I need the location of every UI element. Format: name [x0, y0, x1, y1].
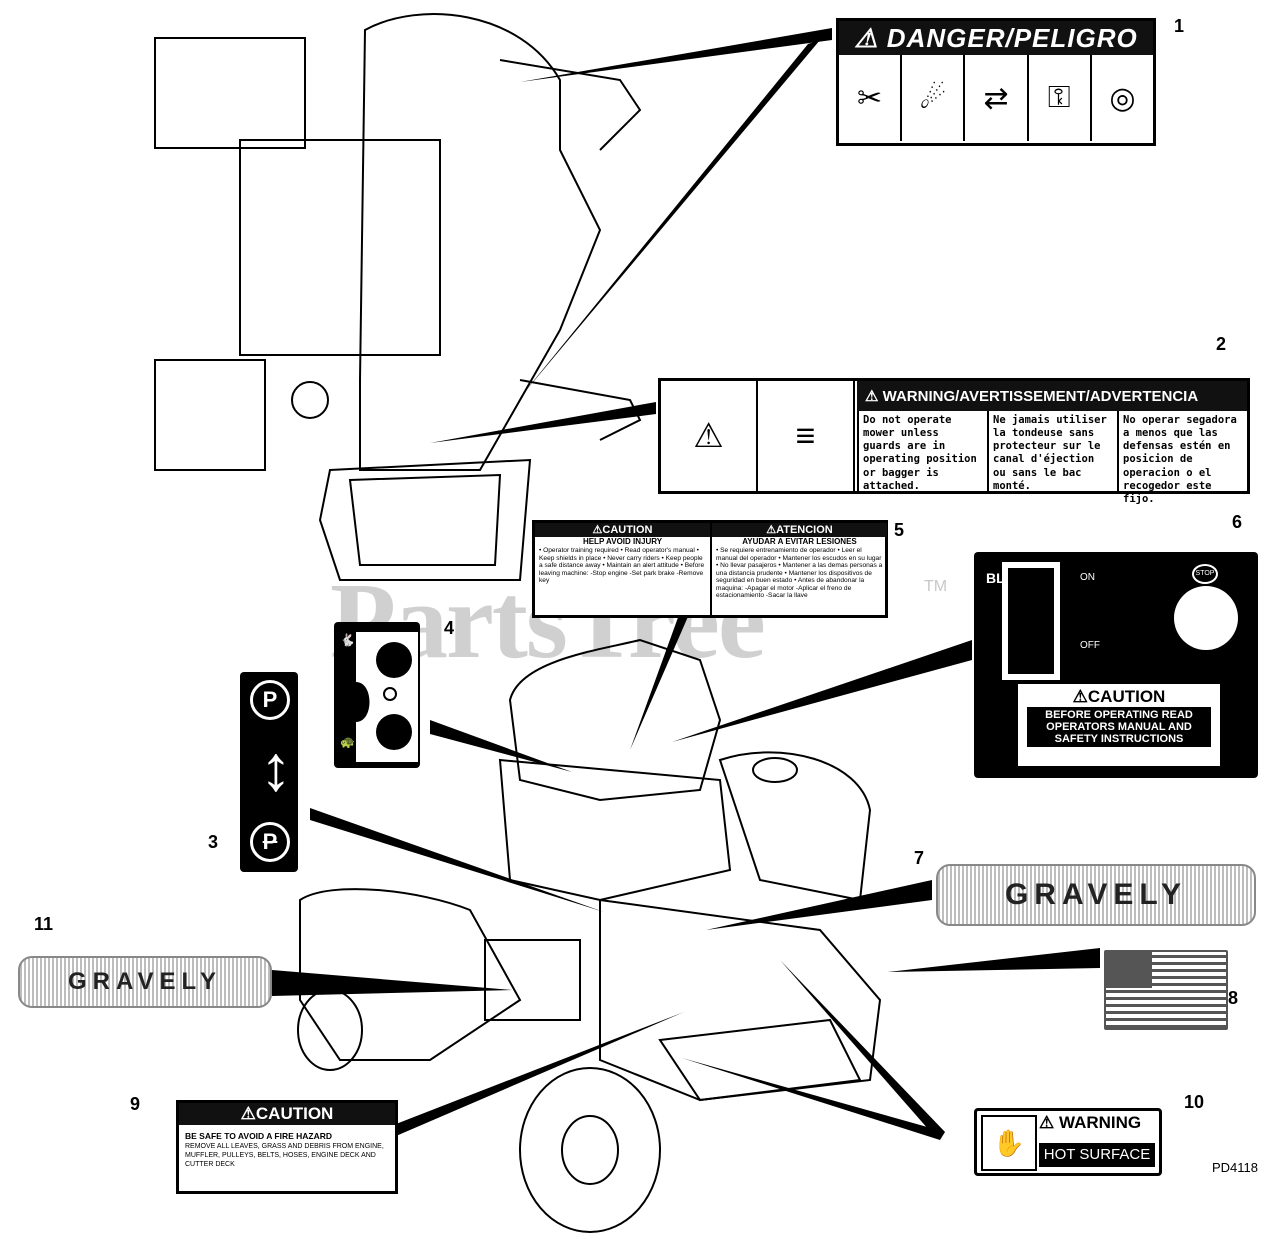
leader-lines [272, 28, 1100, 1140]
blade-off-label: OFF [1080, 640, 1100, 651]
blade-switch-window [1002, 562, 1060, 680]
callout-8: 8 [1228, 988, 1239, 1008]
leader-10a [780, 960, 945, 1138]
rabbit-icon: 🐇 [340, 633, 355, 647]
front-caster-wheel [297, 989, 363, 1071]
leader-3 [310, 808, 604, 912]
overhead-caster [291, 381, 329, 419]
overhead-deck-shape [359, 13, 602, 471]
leader-6 [672, 640, 972, 742]
leader-7 [706, 880, 932, 930]
callout-7: 7 [914, 848, 925, 868]
hot-surface-text: HOT SURFACE [1039, 1143, 1155, 1167]
mower-blade-icon: ✂ [857, 81, 883, 115]
flag-canton [1106, 952, 1152, 988]
fire-hazard-header: ⚠CAUTION [179, 1103, 395, 1125]
perspective-control-panel [498, 758, 732, 902]
diagram-code: PD4118 [1212, 1160, 1259, 1175]
hand-burn-icon: ✋ [981, 1115, 1037, 1171]
trademark-mark: TM [924, 578, 948, 595]
ignition-key-icon [1174, 586, 1238, 650]
leader-4 [430, 720, 572, 772]
warning-text-en: Do not operate mower unless guards are i… [857, 411, 987, 492]
thrown-object-icon: ☄ [900, 55, 963, 141]
blade-on-label: ON [1080, 572, 1095, 583]
callout-4: 4 [444, 618, 455, 638]
read-manual-caution-body: BEFORE OPERATING READ OPERATORS MANUAL A… [1027, 707, 1211, 747]
brand-plate-large-text: GRAVELY [1004, 878, 1188, 911]
fire-hazard-decal: ⚠CAUTION BE SAFE TO AVOID A FIRE HAZARD … [176, 1100, 398, 1194]
leader-9 [396, 1012, 684, 1136]
fire-hazard-line1: BE SAFE TO AVOID A FIRE HAZARD [185, 1131, 333, 1141]
overhead-engine-shroud [154, 37, 306, 149]
hot-surface-warning: ⚠ WARNING [1039, 1113, 1142, 1132]
leader-8 [888, 948, 1100, 972]
platform-grate [658, 1018, 862, 1102]
blade-label: BLADE [986, 570, 1034, 586]
callout-11: 11 [34, 914, 54, 934]
perspective-battery [484, 939, 581, 1021]
overhead-rear-tire [154, 359, 266, 471]
leader-1b [518, 40, 820, 400]
park-brake-off-icon: P [250, 822, 290, 862]
callout-1: 1 [1174, 16, 1185, 36]
caution-header-en: ⚠CAUTION [535, 523, 710, 537]
perspective-console [508, 638, 722, 802]
perspective-deck-left [299, 888, 522, 1061]
caution-injury-decal: ⚠CAUTION HELP AVOID INJURY • Operator tr… [532, 520, 888, 618]
caution-header-es: ⚠ATENCION [712, 523, 887, 537]
leader-2 [430, 402, 656, 443]
warning-guards-decal: ⚠ ≡ ⚠ WARNING/AVERTISSEMENT/ADVERTENCIA … [658, 378, 1250, 505]
callout-2: 2 [1216, 334, 1227, 354]
throttle-choke-decal: 🐇 🐢 [334, 622, 420, 768]
callout-5: 5 [894, 520, 905, 540]
fire-hazard-body: REMOVE ALL LEAVES, GRASS AND DEBRIS FROM… [185, 1143, 384, 1169]
callout-9: 9 [130, 1094, 141, 1114]
read-manual-caution: ⚠CAUTION BEFORE OPERATING READ OPERATORS… [1018, 684, 1220, 766]
leader-1a [520, 28, 832, 82]
perspective-deck-right [599, 898, 882, 1102]
park-brake-on-icon: P [250, 680, 290, 720]
hot-surface-decal: ✋ ⚠ WARNING HOT SURFACE [974, 1108, 1162, 1176]
guard-position-icon: ≡ [758, 381, 855, 491]
leader-11 [272, 970, 512, 996]
warning-text-es: No operar segadora a menos que las defen… [1117, 411, 1247, 505]
rear-drive-wheel [519, 1067, 661, 1233]
remove-key-icon: ⚿ [1026, 55, 1090, 141]
stop-label: STOP [1192, 564, 1218, 584]
brand-plate-small-text: GRAVELY [67, 968, 223, 995]
caution-sub-es: AYUDAR A EVITAR LESIONES [742, 537, 857, 546]
warning-text-fr: Ne jamais utiliser la tondeuse sans prot… [987, 411, 1117, 492]
caution-body-en: • Operator training required • Read oper… [539, 547, 705, 585]
flag-decal [1104, 950, 1228, 1030]
rotating-blade-icon: ◎ [1089, 55, 1153, 141]
callout-6: 6 [1232, 512, 1243, 532]
overhead-engine-block [239, 139, 441, 356]
caution-body-es: • Se requiere entrenamiento de operador … [716, 547, 883, 600]
up-down-arrow-icon: ↕ [260, 732, 292, 804]
caution-sub-en: HELP AVOID INJURY [582, 537, 663, 546]
bagger-outline [318, 458, 532, 581]
danger-decal: ⚠ DANGER/PELIGRO ✂ ☄ ⇄ ⚿ ◎ [836, 18, 1156, 146]
discharge-hazard-icon: ⚠ [661, 381, 758, 491]
perspective-fuel-tank [718, 751, 872, 902]
bystander-distance-icon: ⇄ [963, 55, 1026, 141]
turtle-icon: 🐢 [340, 735, 355, 749]
danger-decal-header: ⚠ DANGER/PELIGRO [839, 21, 1153, 55]
leader-5 [630, 612, 690, 750]
control-panel-decal: BLADE ON OFF STOP ⚠CAUTION BEFORE OPERAT… [974, 552, 1258, 778]
callout-10: 10 [1184, 1092, 1205, 1112]
callout-3: 3 [208, 832, 219, 852]
parking-brake-decal: P ↕ P [240, 672, 298, 872]
brand-plate-large: GRAVELY [936, 864, 1256, 926]
leader-10b [682, 1058, 945, 1140]
read-manual-caution-header: ⚠CAUTION [1072, 687, 1166, 706]
fuel-cap [752, 757, 798, 783]
warning-guards-header: ⚠ WARNING/AVERTISSEMENT/ADVERTENCIA [857, 381, 1247, 411]
brand-plate-small: GRAVELY [18, 956, 272, 1008]
